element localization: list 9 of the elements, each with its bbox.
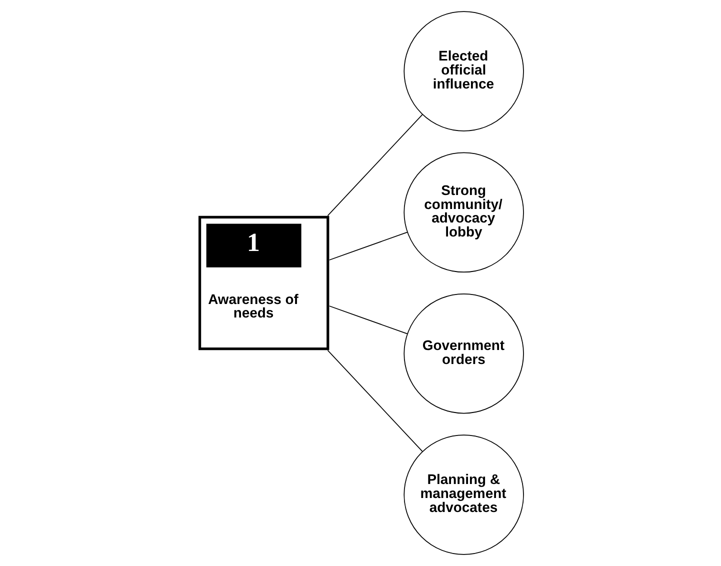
connector: [326, 114, 422, 216]
connector: [328, 232, 408, 260]
node-circle: Elected official influence: [403, 11, 524, 132]
connector: [326, 350, 422, 452]
node-circle: Government orders: [403, 293, 524, 414]
node-circle: Strong community/ advocacy lobby: [403, 152, 524, 273]
node-box: 1 Awareness of needs: [198, 216, 329, 350]
connector: [328, 306, 408, 334]
node-circle: Planning & management advocates: [403, 434, 524, 555]
